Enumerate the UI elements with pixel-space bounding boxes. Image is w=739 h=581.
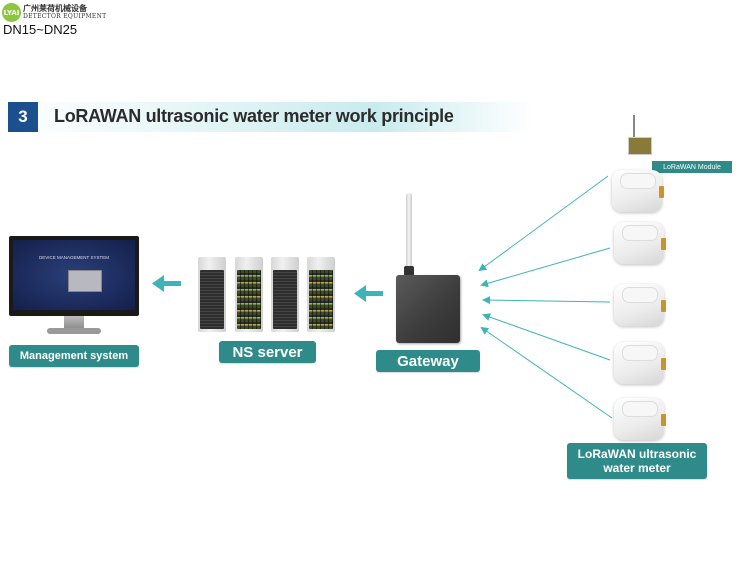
antenna-base [404, 266, 414, 276]
screen-title: DEVICE MANAGEMENT SYSTEM [39, 255, 109, 260]
company-logo: LYAI [2, 3, 21, 22]
meter-cap [622, 225, 658, 241]
server-panel [309, 270, 333, 329]
lorawan-module-label: LoRaWAN Module [652, 161, 732, 173]
gateway-icon [396, 275, 460, 343]
section-banner [8, 102, 533, 132]
water-meter-label-line2: water meter [603, 461, 671, 475]
ns-server-label: NS server [219, 341, 316, 363]
meter-cap [622, 287, 658, 303]
size-range: DN15~DN25 [3, 22, 78, 37]
meter-fitting [659, 186, 664, 198]
section-title: LoRAWAN ultrasonic water meter work prin… [54, 106, 454, 126]
antenna-icon [406, 193, 412, 275]
company-name-cn: 广州莱荷机械设备 [23, 4, 87, 13]
water-meter-label-line1: LoRaWAN ultrasonic [577, 447, 697, 461]
server-panel [237, 270, 261, 329]
meter-fitting [661, 238, 666, 250]
company-name-en: DETECTOR EQUIPMENT [23, 13, 107, 20]
arrow-meter-3 [482, 296, 611, 305]
arrow-meter-1 [478, 175, 609, 272]
meter-fitting [661, 414, 666, 426]
meter-fitting [661, 358, 666, 370]
management-system-label: Management system [9, 345, 139, 367]
arrow-gateway-to-ns [354, 285, 383, 302]
lorawan-module-icon [628, 137, 652, 155]
module-antenna [633, 115, 635, 137]
meter-cap [622, 401, 658, 417]
meter-cap [622, 345, 658, 361]
monitor-stand [64, 316, 84, 330]
arrow-meter-2 [480, 247, 611, 288]
gateway-label: Gateway [376, 350, 480, 372]
login-dialog [68, 270, 102, 292]
monitor-base [47, 328, 101, 334]
meter-fitting [661, 300, 666, 312]
arrow-meter-4 [482, 313, 611, 361]
arrow-meter-5 [480, 326, 613, 419]
server-panel [273, 270, 297, 329]
meter-cap [620, 173, 656, 189]
arrow-ns-to-management [152, 275, 181, 292]
water-meter-label: LoRaWAN ultrasonic water meter [567, 443, 707, 479]
section-number: 3 [8, 102, 38, 132]
server-panel [200, 270, 224, 329]
